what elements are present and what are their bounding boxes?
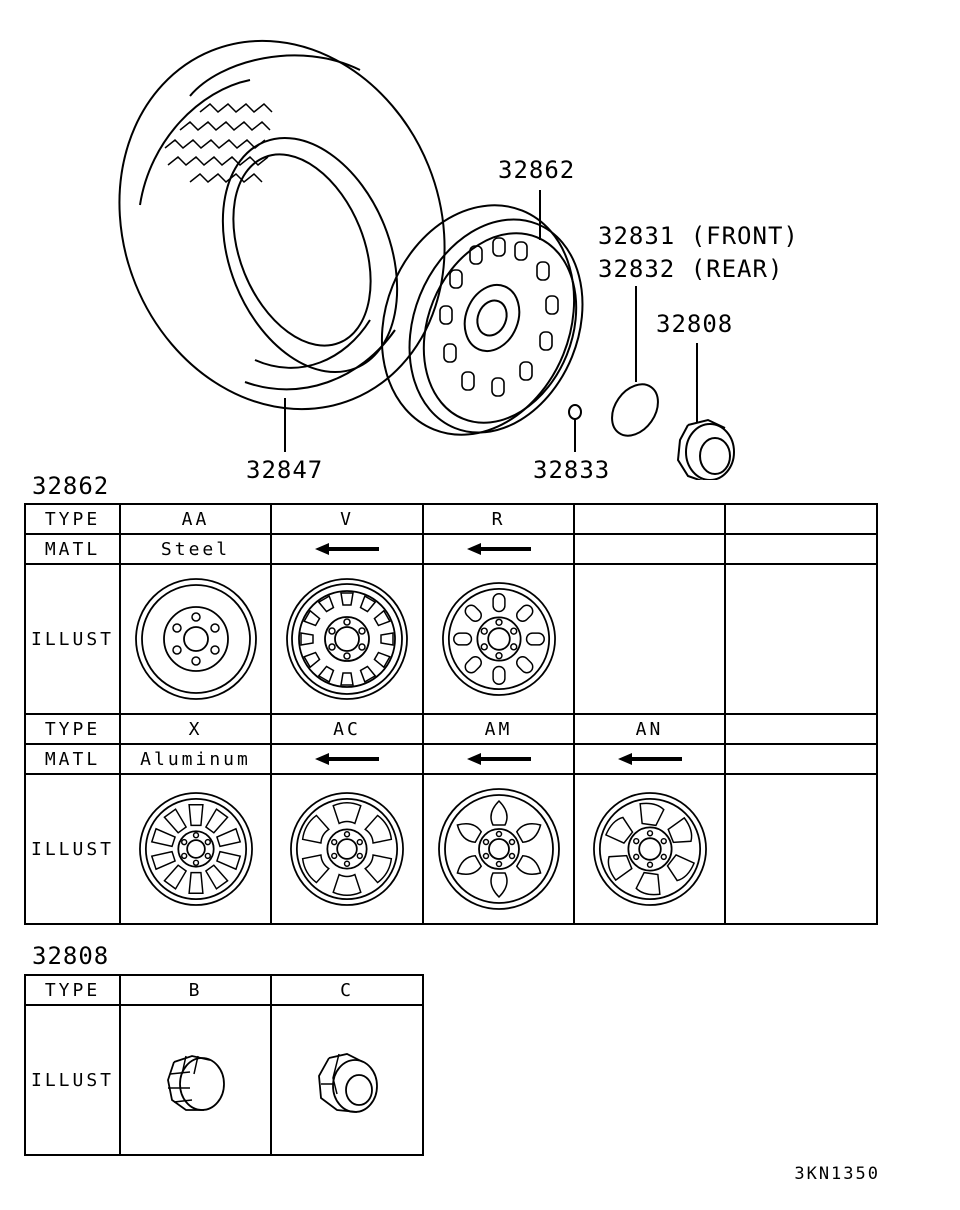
exploded-view (118, 39, 735, 480)
row-label-illust: ILLUST (24, 563, 121, 715)
same-as-left-arrow-icon (466, 752, 531, 765)
illust-cell (270, 773, 424, 925)
row-label-type: TYPE (24, 503, 121, 535)
matl-cell (573, 533, 726, 565)
callout-ornament-rear: 32832 (REAR) (598, 255, 784, 283)
drawing-number: 3KN1350 (794, 1164, 880, 1184)
illust-cell (119, 773, 272, 925)
row-label-illust: ILLUST (24, 1004, 121, 1156)
wheel-v-illustration (286, 578, 408, 700)
callout-ornament-front: 32831 (FRONT) (598, 222, 799, 250)
row-label-matl: MATL (24, 743, 121, 775)
type-cell: B (119, 974, 272, 1006)
matl-cell: Aluminum (119, 743, 272, 775)
matl-cell: Steel (119, 533, 272, 565)
wheel-x-illustration (138, 792, 253, 906)
wheel-aa-illustration (134, 578, 257, 700)
illust-cell (119, 563, 272, 715)
matl-cell (724, 533, 878, 565)
cap-table-title: 32808 (32, 942, 110, 970)
same-as-left-arrow-icon (315, 542, 379, 555)
wheel-table: TYPE AA V R MATL Steel ILLUST (24, 503, 878, 925)
row-label-type: TYPE (24, 713, 121, 745)
callout-hubcap: 32808 (656, 310, 734, 338)
type-cell (724, 503, 878, 535)
row-label-illust: ILLUST (24, 773, 121, 925)
illust-cell (422, 563, 575, 715)
type-cell: C (270, 974, 424, 1006)
row-label-type: TYPE (24, 974, 121, 1006)
cap-b-illustration (166, 1055, 225, 1111)
wheel-table-title: 32862 (32, 472, 110, 500)
callout-wheel: 32862 (498, 156, 576, 184)
wheel-r-illustration (441, 582, 556, 696)
type-cell: X (119, 713, 272, 745)
same-as-left-arrow-icon (617, 752, 682, 765)
type-cell: V (270, 503, 424, 535)
illust-cell (270, 563, 424, 715)
callout-valve: 32833 (533, 456, 611, 484)
cap-table: TYPE B C ILLUST (24, 974, 424, 1156)
row-label-matl: MATL (24, 533, 121, 565)
same-as-left-arrow-icon (466, 542, 531, 555)
wheel-ac-illustration (290, 792, 404, 906)
illust-cell (724, 773, 878, 925)
illust-cell (119, 1004, 272, 1156)
valve-drawing (568, 404, 582, 452)
type-cell (573, 503, 726, 535)
matl-cell (573, 743, 726, 775)
type-cell: R (422, 503, 575, 535)
type-cell (724, 713, 878, 745)
type-cell: AN (573, 713, 726, 745)
callout-tire: 32847 (246, 456, 324, 484)
type-cell: AM (422, 713, 575, 745)
type-cell: AA (119, 503, 272, 535)
cap-c-illustration (318, 1053, 378, 1113)
tire-drawing (118, 39, 446, 411)
illust-cell (724, 563, 878, 715)
wheel-drawing (380, 204, 584, 436)
illust-cell (422, 773, 575, 925)
matl-cell (270, 743, 424, 775)
illust-cell (573, 773, 726, 925)
matl-cell (422, 743, 575, 775)
matl-cell (724, 743, 878, 775)
matl-cell (422, 533, 575, 565)
illust-cell (573, 563, 726, 715)
matl-cell (270, 533, 424, 565)
ornament-drawing (611, 286, 659, 437)
wheel-an-illustration (592, 792, 707, 906)
same-as-left-arrow-icon (315, 752, 379, 765)
hubcap-drawing (676, 343, 735, 480)
wheel-am-illustration (437, 788, 560, 910)
type-cell: AC (270, 713, 424, 745)
illust-cell (270, 1004, 424, 1156)
